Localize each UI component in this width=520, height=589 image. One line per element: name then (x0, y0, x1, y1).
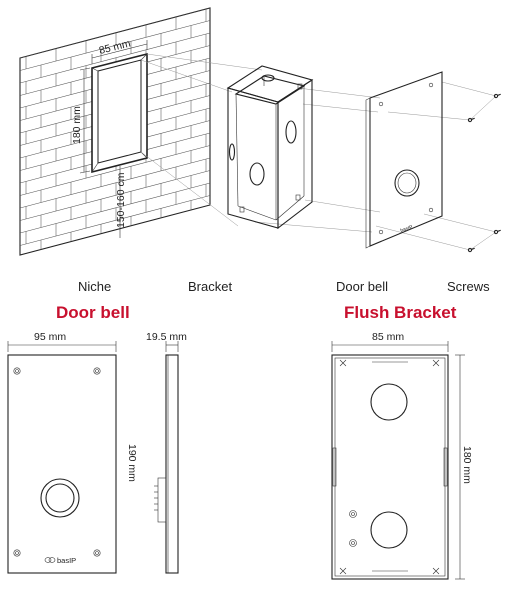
bracket-width-label: 85 mm (372, 331, 404, 343)
bracket-box (226, 65, 314, 230)
mount-height-label: 150-160 cm (115, 172, 127, 228)
flush-bracket-front-view (331, 354, 449, 580)
doorbell-side-view (154, 354, 179, 574)
doorbell-height-dimension: 190 mm (126, 444, 138, 482)
doorbell-depth-label: 19.5 mm (146, 331, 187, 343)
bracket-height-label: 180 mm (461, 446, 473, 484)
section-title-flush-bracket: Flush Bracket (344, 303, 457, 322)
brand-logo: basIP (57, 556, 76, 565)
assembly-leader-lines (140, 53, 497, 251)
screws-label: Screws (447, 279, 490, 294)
screw (467, 247, 475, 253)
screw (467, 117, 475, 123)
niche-height-dimension: 180 mm (71, 67, 91, 174)
screws (467, 93, 501, 253)
doorbell-depth-dimension: 19.5 mm (146, 331, 187, 352)
niche (91, 52, 148, 174)
doorbell-panel-3d: basIP (365, 71, 443, 249)
door-bell-label: Door bell (336, 279, 388, 294)
mount-height-dimension: 150-160 cm (115, 166, 127, 238)
screw (493, 93, 501, 99)
niche-label: Niche (78, 279, 111, 294)
niche-height-label: 180 mm (71, 106, 83, 144)
doorbell-front-view: basIP (7, 354, 117, 574)
brick-wall (19, 7, 211, 256)
brand-logo-small: basIP (400, 224, 415, 234)
niche-width-label: 85 mm (98, 37, 132, 56)
bracket-width-dimension: 85 mm (331, 331, 449, 352)
doorbell-width-dimension: 95 mm (7, 331, 117, 352)
doorbell-height-label: 190 mm (126, 444, 138, 482)
section-title-door-bell: Door bell (56, 303, 130, 322)
screw (493, 229, 501, 235)
bracket-label: Bracket (188, 279, 232, 294)
bracket-height-dimension: 180 mm (455, 354, 473, 580)
doorbell-width-label: 95 mm (34, 331, 66, 343)
